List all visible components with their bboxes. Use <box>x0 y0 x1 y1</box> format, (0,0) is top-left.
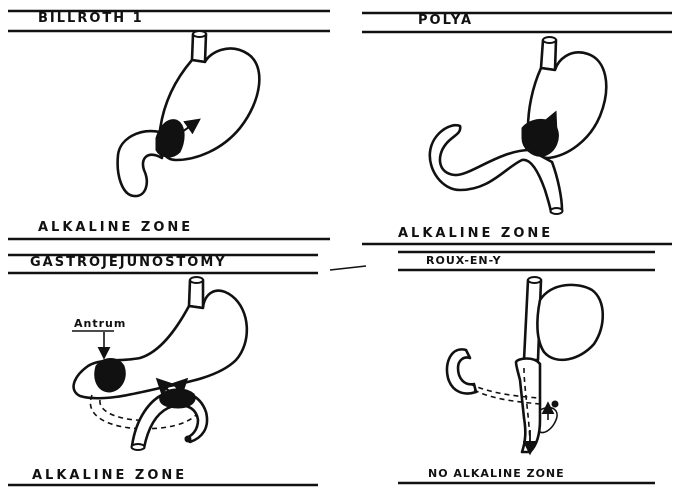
zone-label: ALKALINE ZONE <box>32 468 187 483</box>
duodenal-stump <box>447 349 476 393</box>
antrum-label: Antrum <box>74 317 126 330</box>
panel-gastrojejunostomy: GASTROJEJUNOSTOMY Antrum ALKALINE ZONE <box>8 255 318 485</box>
esophagus-opening <box>190 277 203 283</box>
stomach-polya <box>430 37 606 214</box>
efferent-limb-opening <box>551 208 563 214</box>
esophagus <box>189 280 203 308</box>
alkaline-zone-shading <box>522 119 558 156</box>
separator-stroke <box>330 266 366 270</box>
stomach-billroth <box>118 31 260 196</box>
esophagus-opening <box>528 277 541 283</box>
alkaline-zone-shading <box>160 389 195 408</box>
panel-title: BILLROTH 1 <box>38 11 144 26</box>
esophagus-opening <box>193 31 206 37</box>
stomach-gastrojejunostomy: Antrum <box>72 277 247 450</box>
esophagus <box>541 40 556 70</box>
zone-label: ALKALINE ZONE <box>38 220 193 235</box>
panel-title: ROUX-EN-Y <box>426 254 502 267</box>
zone-label: NO ALKALINE ZONE <box>428 467 565 480</box>
panel-title: POLYA <box>418 13 473 28</box>
anastomosis-dot <box>552 401 558 407</box>
zone-label: ALKALINE ZONE <box>398 226 553 241</box>
loop-end-dot <box>185 436 191 442</box>
esophagus-opening <box>543 37 556 43</box>
panel-roux: ROUX-EN-Y NO ALKALINE ZONE <box>398 252 655 483</box>
jejunal-opening <box>132 444 145 450</box>
panel-polya: POLYA ALKALINE ZONE <box>362 13 672 244</box>
panel-title: GASTROJEJUNOSTOMY <box>30 255 227 270</box>
duodenum <box>118 131 162 196</box>
panel-billroth: BILLROTH 1 ALKALINE ZONE <box>8 11 330 239</box>
roux-limb <box>516 359 540 453</box>
stomach-roux <box>447 277 603 452</box>
esophagus <box>192 34 206 62</box>
antrum-shading <box>95 359 125 393</box>
stomach-body <box>537 285 602 360</box>
